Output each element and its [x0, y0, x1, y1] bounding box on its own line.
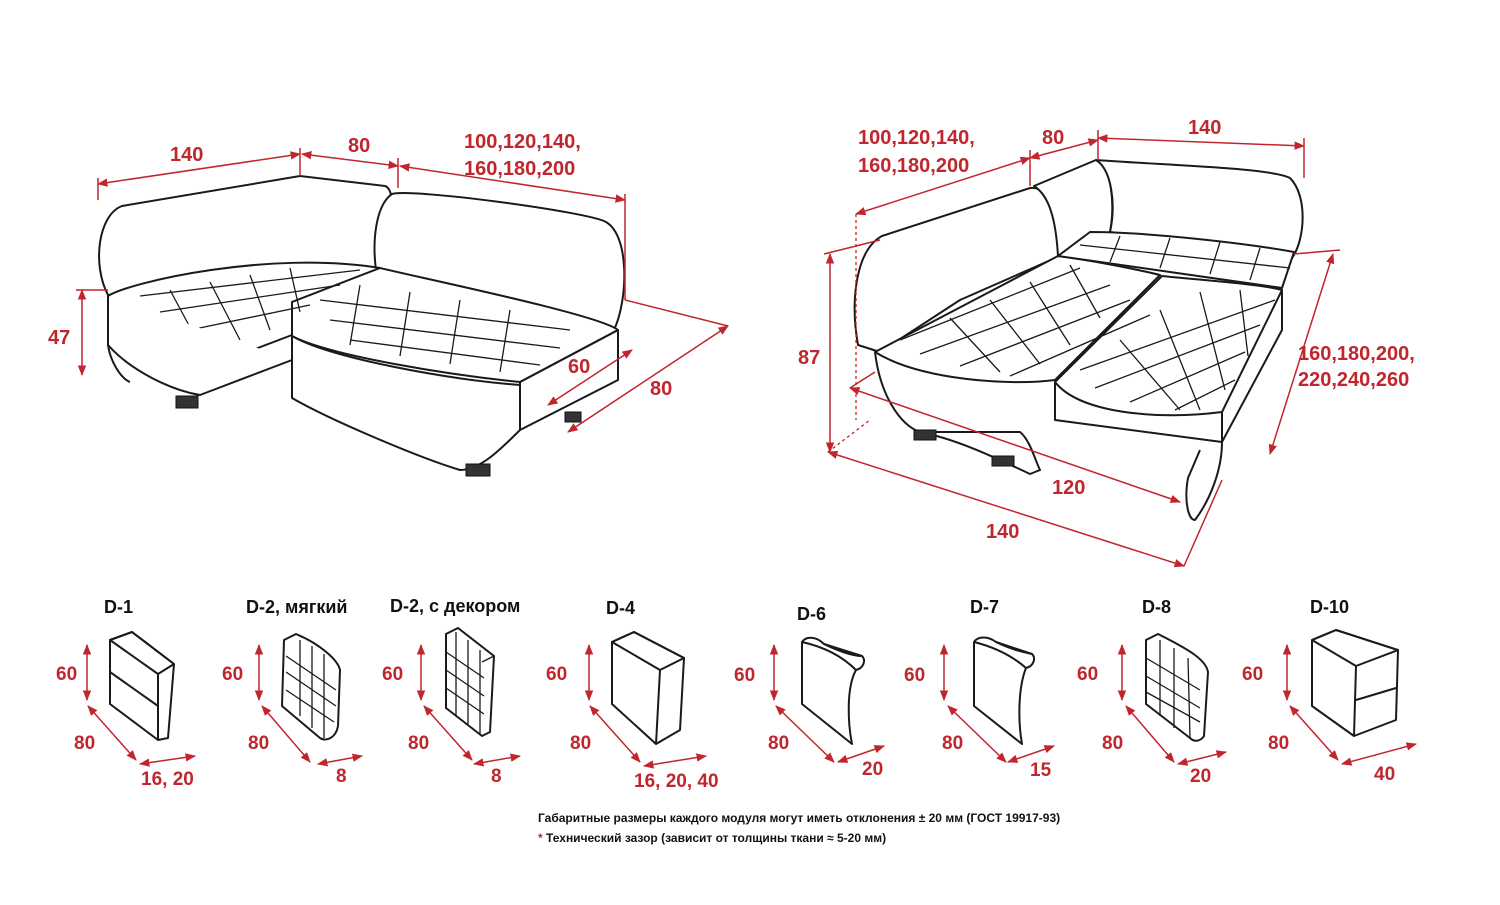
right-sofa-dim-lines	[823, 130, 1341, 568]
module-d10-height: 60	[1242, 664, 1263, 685]
left-corner-sofa: 140 80 100,120,140, 160,180,200 47 60 80	[48, 131, 729, 477]
left-sofa-back-right	[373, 192, 626, 331]
module-d7-height: 60	[904, 665, 925, 686]
right-sofa-tufting	[899, 235, 1291, 411]
module-d8-width: 20	[1190, 766, 1211, 787]
right-sofa-dim-width-left-line1: 100,120,140,	[858, 127, 975, 149]
right-sofa-foot-1	[913, 429, 937, 441]
right-sofa-dim-length-line2: 220,240,260	[1298, 369, 1409, 391]
module-d6-height: 60	[734, 665, 755, 686]
tolerance-notes: Габаритные размеры каждого модуля могут …	[538, 808, 1060, 848]
module-d2-decor-height: 60	[382, 664, 403, 685]
right-sofa-dim-width-left-line2: 160,180,200	[858, 155, 969, 177]
module-d8-depth: 80	[1102, 733, 1123, 754]
left-sofa-tufting	[139, 267, 571, 373]
right-sofa-dim-width-right: 140	[1188, 117, 1221, 139]
right-sofa-dim-sleep-width: 120	[1052, 477, 1085, 499]
left-sofa-dim-corner: 80	[348, 135, 370, 157]
left-sofa-dim-width-left: 140	[170, 144, 203, 166]
left-sofa-base	[107, 296, 521, 471]
module-d2-decor-title: D-2, с декором	[390, 596, 520, 616]
left-sofa-foot-3	[564, 411, 582, 423]
module-d8-height: 60	[1077, 664, 1098, 685]
right-sofa-dim-length-line1: 160,180,200,	[1298, 343, 1415, 365]
modules-row: D-1 60 80 16, 20 D-2, мягкий 60 80 8 D-2…	[56, 596, 1418, 792]
left-sofa-dim-seat-depth: 60	[568, 356, 590, 378]
module-d1-width: 16, 20	[141, 769, 194, 790]
module-d1-title: D-1	[104, 597, 133, 617]
module-d7-depth: 80	[942, 733, 963, 754]
module-d4-title: D-4	[606, 598, 635, 618]
tolerance-note-line: Габаритные размеры каждого модуля могут …	[538, 811, 1061, 825]
module-d1-height: 60	[56, 664, 77, 685]
module-d8-title: D-8	[1142, 597, 1171, 617]
right-sofa-dim-height: 87	[798, 347, 820, 369]
technical-gap-note: * Технический зазор (зависит от толщины …	[538, 828, 1060, 848]
left-sofa-dim-lines	[76, 148, 729, 433]
module-d4-depth: 80	[570, 733, 591, 754]
module-d4: D-4 60 80 16, 20, 40	[546, 598, 719, 792]
left-sofa-dim-seat-height: 47	[48, 327, 70, 349]
module-d10-width: 40	[1374, 764, 1395, 785]
module-d6-title: D-6	[797, 604, 826, 624]
module-d10-depth: 80	[1268, 733, 1289, 754]
left-sofa-dim-width-right-line2: 160,180,200	[464, 158, 575, 180]
module-d4-height: 60	[546, 664, 567, 685]
module-d2-soft-depth: 80	[248, 733, 269, 754]
left-sofa-dim-width-right-line1: 100,120,140,	[464, 131, 581, 153]
module-d2-decor-width: 8	[491, 766, 502, 787]
module-d2-decor: D-2, с декором 60 80 8	[382, 596, 522, 787]
module-d8: D-8 60 80 20	[1077, 597, 1228, 787]
module-d7-title: D-7	[970, 597, 999, 617]
module-d6: D-6 60 80 20	[734, 604, 885, 780]
technical-gap-text: Технический зазор (зависит от толщины тк…	[546, 831, 887, 845]
right-unfolded-sofa: 100,120,140, 160,180,200 80 140 87 160,1…	[798, 117, 1415, 568]
left-sofa-dim-depth: 80	[650, 378, 672, 400]
right-sofa-dim-total-depth: 140	[986, 521, 1019, 543]
left-sofa-foot-2	[465, 463, 491, 477]
left-sofa-foot-1	[175, 395, 199, 409]
note-asterisk: *	[538, 831, 543, 845]
module-d2-soft-width: 8	[336, 766, 347, 787]
module-d6-width: 20	[862, 759, 883, 780]
module-d10: D-10 60 80 40	[1242, 597, 1418, 785]
module-d1-depth: 80	[74, 733, 95, 754]
module-d2-decor-depth: 80	[408, 733, 429, 754]
module-d2-soft: D-2, мягкий 60 80 8	[222, 597, 364, 787]
module-d2-soft-height: 60	[222, 664, 243, 685]
right-sofa-dim-corner: 80	[1042, 127, 1064, 149]
right-sofa-foot-2	[991, 455, 1015, 467]
module-d7: D-7 60 80 15	[904, 597, 1055, 781]
module-d4-width: 16, 20, 40	[634, 771, 719, 792]
module-d7-width: 15	[1030, 760, 1052, 781]
module-d10-title: D-10	[1310, 597, 1349, 617]
module-d2-soft-title: D-2, мягкий	[246, 597, 347, 617]
module-d1: D-1 60 80 16, 20	[56, 597, 197, 790]
module-d6-depth: 80	[768, 733, 789, 754]
